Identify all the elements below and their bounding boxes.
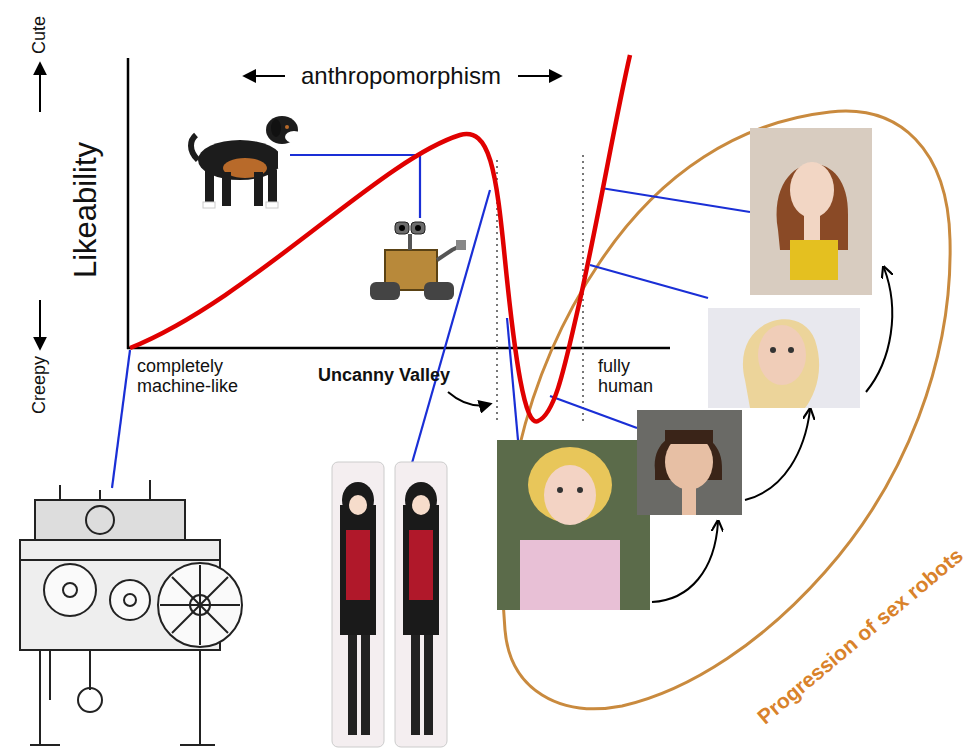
doll-pictures [497,128,872,610]
axis-title: anthropomorphism [301,63,501,89]
region-label: Uncanny Valley [318,366,450,386]
group-label: Progression of sex robots [753,544,967,729]
progression-arrows [652,268,892,602]
robot-picture [370,222,466,300]
dog-picture [191,116,303,208]
axis-end-label: completely machine-like [137,357,272,397]
axis-end-label: fully human [598,357,668,397]
axis-arrows [40,64,560,348]
valley-pointer [448,392,490,406]
axis-end-label: Cute [30,16,50,54]
axis-title: Likeability [69,142,103,278]
pillow-picture [332,462,447,747]
axis-end-label: Creepy [30,356,50,414]
machine-picture [20,480,242,745]
likeability-curve [130,55,630,421]
